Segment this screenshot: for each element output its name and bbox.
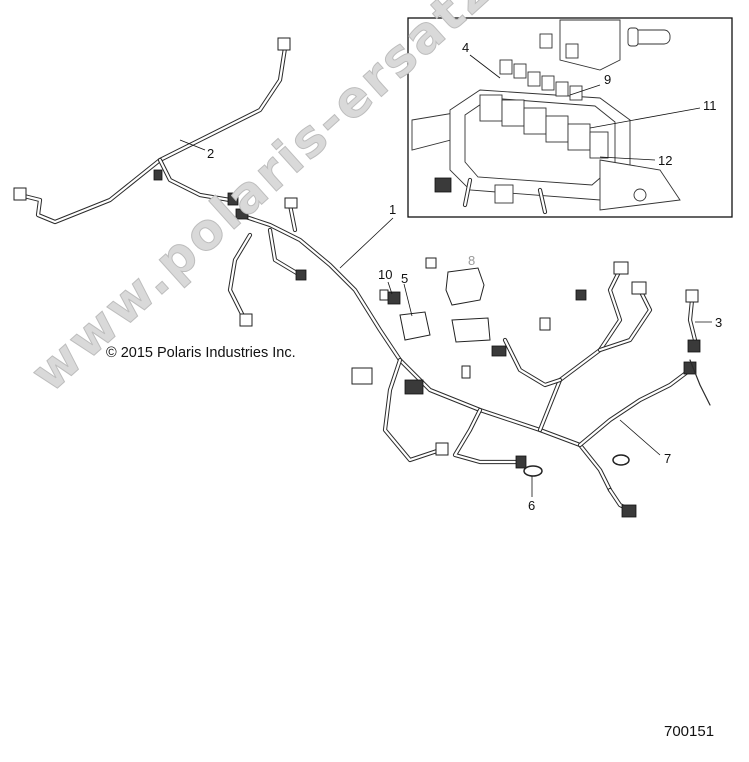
callout-10: 10 — [378, 267, 392, 282]
connector — [631, 281, 647, 295]
fuse-block-8 — [445, 267, 491, 343]
fuse — [541, 75, 555, 91]
fuse-block — [445, 267, 485, 306]
fuse — [527, 71, 541, 87]
connector — [153, 169, 163, 181]
connector — [239, 313, 253, 327]
relay — [479, 94, 503, 122]
bracket-5 — [399, 311, 431, 341]
fuse — [499, 59, 513, 75]
figure-number: 700151 — [664, 723, 715, 740]
connector — [461, 365, 471, 379]
callout-3: 3 — [715, 315, 722, 330]
connector — [435, 442, 449, 456]
bolt-head — [627, 27, 639, 47]
mount-plate — [599, 159, 681, 211]
connector — [613, 261, 629, 275]
callout-12: 12 — [658, 153, 672, 168]
harness-1 — [227, 197, 697, 518]
callout-5: 5 — [401, 271, 408, 286]
relay — [523, 107, 547, 135]
copyright-notice: © 2015 Polaris Industries Inc. — [106, 345, 296, 361]
connector — [515, 455, 527, 469]
harness-3 — [685, 289, 711, 406]
relay-10 — [387, 291, 401, 305]
connector — [351, 367, 373, 385]
fuse-block-lower — [451, 317, 491, 343]
spare-fuse — [539, 33, 553, 49]
connector — [277, 37, 291, 51]
leader-lines — [179, 54, 712, 497]
relay — [567, 123, 591, 151]
callout-8: 8 — [468, 253, 475, 268]
harness-2 — [13, 37, 291, 225]
callouts: 1 2 3 4 5 6 7 8 9 10 11 12 — [207, 40, 722, 513]
clamp — [612, 454, 630, 466]
connector — [685, 289, 699, 303]
connector — [404, 379, 424, 395]
connector — [13, 187, 27, 201]
connector — [683, 361, 697, 375]
connector — [494, 184, 514, 204]
relay — [589, 131, 609, 159]
callout-2: 2 — [207, 146, 214, 161]
connector — [687, 339, 701, 353]
relay-row — [479, 94, 609, 159]
connector — [235, 208, 249, 220]
connector — [425, 257, 437, 269]
callout-6: 6 — [528, 498, 535, 513]
connector — [575, 289, 587, 301]
fuse-row — [499, 33, 583, 101]
connector — [539, 317, 551, 331]
connector — [284, 197, 298, 209]
relay — [545, 115, 569, 143]
connector — [295, 269, 307, 281]
callout-9: 9 — [604, 72, 611, 87]
callout-1: 1 — [389, 202, 396, 217]
inset-detail — [407, 17, 733, 218]
mount-hole — [633, 188, 647, 202]
connector — [379, 289, 389, 301]
connector — [227, 192, 239, 206]
callout-7: 7 — [664, 451, 671, 466]
bracket — [434, 177, 452, 193]
connector — [621, 504, 637, 518]
spare-fuse — [565, 43, 579, 59]
relay — [501, 99, 525, 127]
callout-4: 4 — [462, 40, 469, 55]
clamp-6 — [523, 465, 543, 477]
connector — [491, 345, 507, 357]
fuse — [555, 81, 569, 97]
callout-11: 11 — [703, 98, 717, 113]
fuse — [513, 63, 527, 79]
